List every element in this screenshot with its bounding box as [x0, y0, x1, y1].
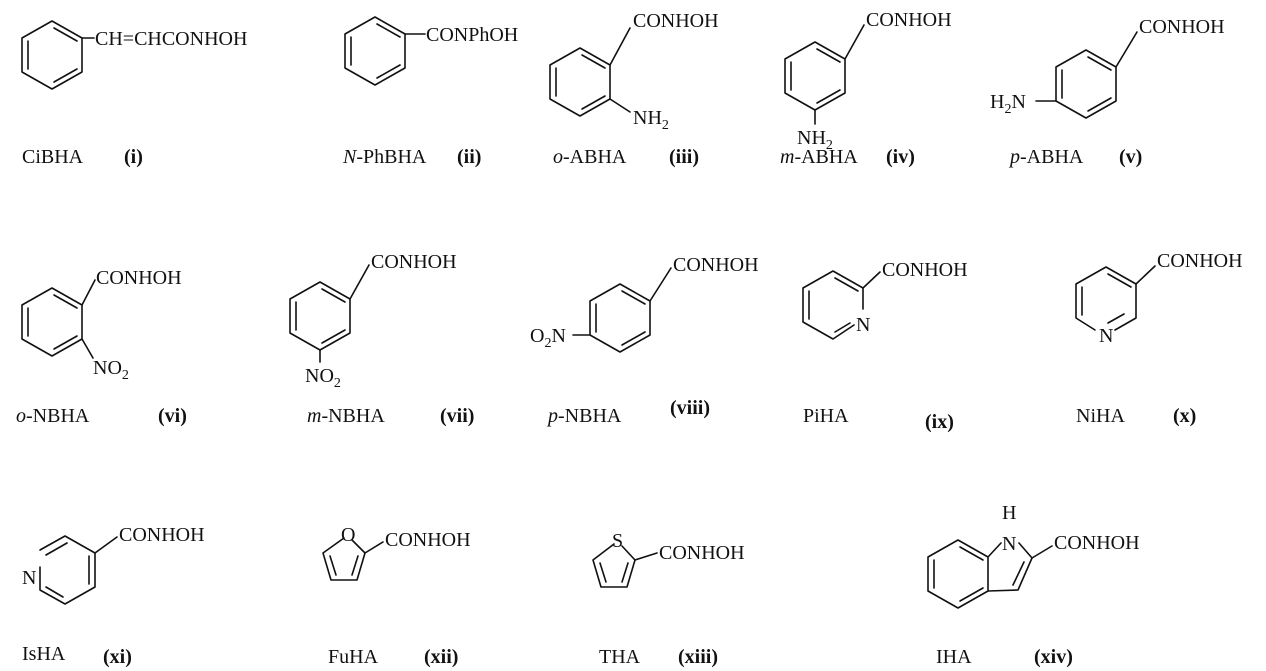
compound-cibha: CH=CHCONHOH CiBHA (i) [21, 20, 247, 168]
benzene-ring [549, 27, 631, 117]
tha-group: CONHOH [659, 542, 745, 564]
compound-fuha: O CONHOH FuHA (xii) [322, 524, 471, 668]
compound-o-abha: CONHOH NH2 o-ABHA (iii) [549, 10, 719, 168]
fuha-group: CONHOH [385, 529, 471, 551]
isha-name: IsHA [22, 643, 66, 665]
o-abha-group: CONHOH [633, 10, 719, 32]
piha-num: (ix) [925, 411, 954, 433]
niha-num: (x) [1173, 405, 1196, 427]
m-abha-group: CONHOH [866, 9, 952, 31]
compound-p-abha: CONHOH H2N p-ABHA (v) [990, 16, 1225, 168]
pyridine-ring [1075, 265, 1156, 331]
indole-ring [927, 539, 1053, 609]
compound-tha: S CONHOH THA (xiii) [592, 530, 745, 668]
tha-s-atom: S [612, 530, 623, 552]
p-abha-group: CONHOH [1139, 16, 1225, 38]
p-nbha-nitro: O2N [530, 325, 566, 351]
niha-n-atom: N [1099, 325, 1113, 347]
o-abha-amino: NH2 [633, 107, 669, 133]
iha-n-atom: N [1002, 533, 1016, 555]
cibha-chain: CH=CHCONHOH [95, 28, 247, 50]
cibha-name: CiBHA [22, 146, 84, 168]
o-abha-name: o-ABHA [553, 146, 627, 168]
n-phbha-name: N-PhBHA [342, 146, 427, 168]
benzene-ring [1035, 31, 1138, 119]
isha-n-atom: N [22, 567, 36, 589]
m-abha-name: m-ABHA [780, 146, 858, 168]
fuha-o-atom: O [341, 524, 355, 546]
p-nbha-group: CONHOH [673, 254, 759, 276]
thiophene-ring [592, 543, 658, 588]
pyridine-ring [39, 535, 118, 605]
compound-p-nbha: CONHOH O2N p-NBHA (viii) [530, 254, 759, 427]
fuha-name: FuHA [328, 646, 379, 668]
benzene-ring [572, 267, 672, 353]
o-nbha-num: (vi) [158, 405, 187, 427]
iha-name: IHA [936, 646, 972, 668]
m-nbha-group: CONHOH [371, 251, 457, 273]
p-abha-amino: H2N [990, 91, 1026, 117]
o-abha-num: (iii) [669, 146, 699, 168]
m-abha-num: (iv) [886, 146, 915, 168]
piha-n-atom: N [856, 314, 870, 336]
furan-ring [322, 537, 384, 581]
n-phbha-num: (ii) [457, 146, 481, 168]
pyridine-ring [802, 270, 881, 340]
n-phbha-group: CONPhOH [426, 24, 518, 46]
compound-o-nbha: CONHOH NO2 o-NBHA (vi) [16, 267, 187, 427]
niha-name: NiHA [1076, 405, 1125, 427]
m-nbha-nitro: NO2 [305, 365, 341, 391]
iha-h-atom: H [1002, 502, 1016, 524]
compound-n-phbha: CONPhOH N-PhBHA (ii) [342, 16, 518, 168]
compound-niha: N CONHOH NiHA (x) [1075, 250, 1243, 427]
compound-iha: H N CONHOH IHA (xiv) [927, 502, 1140, 668]
benzene-ring [784, 24, 865, 125]
compound-m-abha: CONHOH NH2 m-ABHA (iv) [780, 9, 952, 168]
p-abha-num: (v) [1119, 146, 1142, 168]
benzene-ring [344, 16, 426, 86]
benzene-ring [289, 264, 370, 363]
fuha-num: (xii) [424, 646, 458, 668]
tha-name: THA [599, 646, 641, 668]
m-nbha-num: (vii) [440, 405, 474, 427]
m-abha-amino: NH2 [797, 127, 833, 153]
p-abha-name: p-ABHA [1008, 146, 1084, 168]
compound-isha: N CONHOH IsHA (xi) [22, 524, 205, 668]
compound-piha: N CONHOH PiHA (ix) [802, 259, 968, 433]
tha-num: (xiii) [678, 646, 718, 668]
o-nbha-nitro: NO2 [93, 357, 129, 383]
benzene-ring [21, 279, 96, 359]
o-nbha-name: o-NBHA [16, 405, 90, 427]
benzene-ring [21, 20, 95, 90]
m-nbha-name: m-NBHA [307, 405, 385, 427]
isha-num: (xi) [103, 646, 132, 668]
compound-m-nbha: CONHOH NO2 m-NBHA (vii) [289, 251, 474, 427]
niha-group: CONHOH [1157, 250, 1243, 272]
piha-group: CONHOH [882, 259, 968, 281]
iha-num: (xiv) [1034, 646, 1073, 668]
o-nbha-group: CONHOH [96, 267, 182, 289]
isha-group: CONHOH [119, 524, 205, 546]
cibha-num: (i) [124, 146, 143, 168]
p-nbha-name: p-NBHA [546, 405, 622, 427]
piha-name: PiHA [803, 405, 849, 427]
iha-group: CONHOH [1054, 532, 1140, 554]
p-nbha-num: (viii) [670, 397, 710, 419]
